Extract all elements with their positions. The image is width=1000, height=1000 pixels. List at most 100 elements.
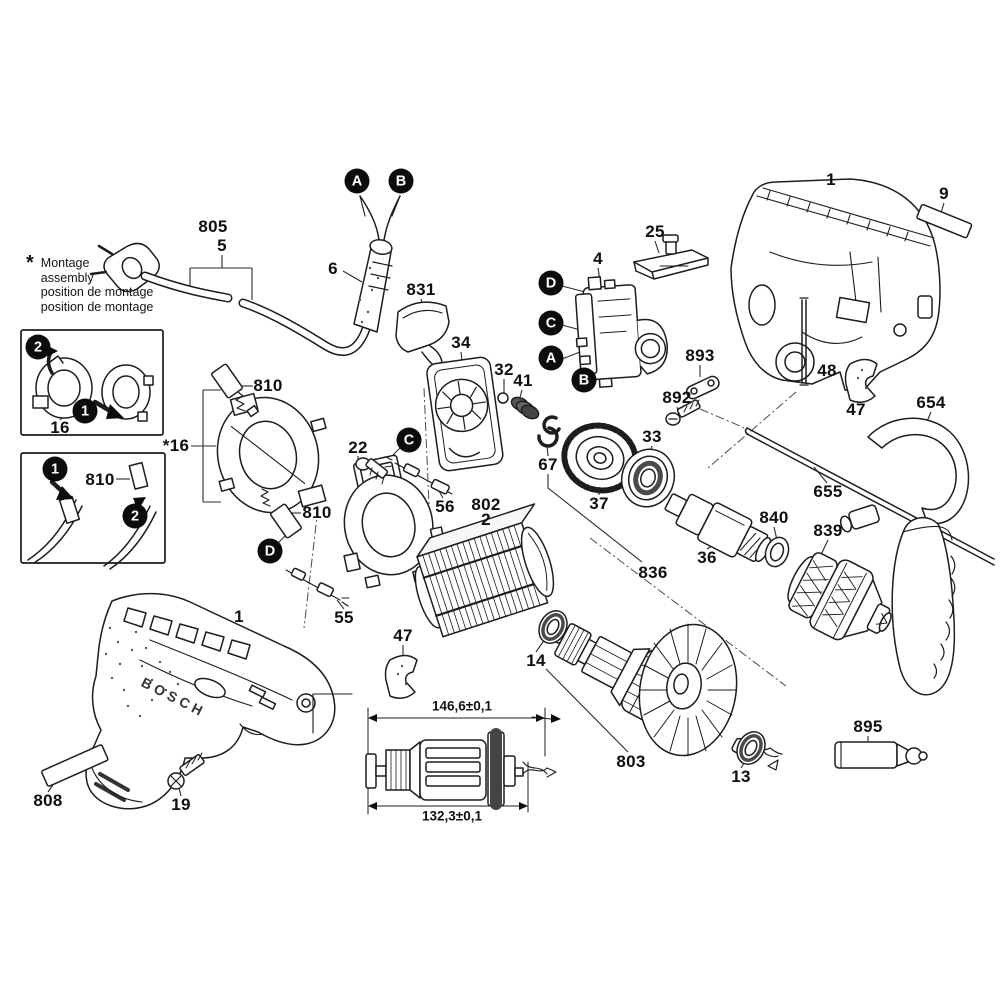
part-label-33: 33 [642, 427, 662, 446]
part-label-19: 19 [171, 795, 191, 814]
grease-tube-drawing [834, 741, 928, 769]
callout-step1-inset1: 1 [72, 398, 98, 424]
lever-893-drawing [685, 375, 720, 400]
armature-drawing [545, 623, 783, 771]
part-label-47-center: 47 [393, 626, 413, 645]
asterisk: * [26, 252, 34, 274]
screw-19-drawing [167, 752, 205, 790]
callout-step2-inset1: 2 [25, 334, 51, 360]
part-label-16: 16 [50, 418, 70, 437]
part-label-808: 808 [33, 791, 63, 810]
switch-drawing [574, 276, 668, 388]
callout-b-switch: B [571, 367, 597, 393]
chuck-drawing [787, 552, 892, 641]
detent-ball-drawing [497, 392, 509, 404]
aux-handle-drawing [839, 417, 970, 696]
part-label-892: 892 [662, 388, 692, 407]
part-label-5: 5 [217, 236, 227, 255]
carbon-brush-lower-drawing [260, 488, 302, 539]
part-label-1-body: 1 [234, 607, 244, 626]
inset-box-1 [20, 329, 164, 436]
part-label-36: 36 [697, 548, 717, 567]
spring-rod-drawing [799, 297, 809, 386]
note-line-1: Montage [40, 256, 90, 270]
power-cord-drawing [140, 271, 378, 356]
part-label-654: 654 [916, 393, 946, 412]
rubber-pad-right-drawing [844, 358, 878, 403]
nameplate-sticker-drawing [916, 203, 973, 239]
part-label-47-right: 47 [846, 400, 866, 419]
callout-wires [359, 195, 401, 217]
part-label-37: 37 [589, 494, 609, 513]
part-label-22: 22 [348, 438, 368, 457]
part-label-810-lower: 810 [302, 503, 332, 522]
callout-c-wire: C [396, 427, 422, 453]
part-label-34: 34 [451, 333, 471, 352]
carbon-brush-top-drawing [211, 363, 260, 418]
note-line-3: position de montage [40, 285, 154, 299]
screw-22-drawing [355, 457, 389, 485]
callout-d-switch: D [538, 270, 564, 296]
part-label-839: 839 [813, 521, 843, 540]
part-label-655: 655 [813, 482, 843, 501]
part-label-67: 67 [538, 455, 558, 474]
part-label-star16: *16 [162, 436, 190, 455]
callout-b-cable: B [388, 168, 414, 194]
callout-a-switch: A [538, 345, 564, 371]
part-label-895: 895 [853, 717, 883, 736]
dimension-bottom: 132,3±0,1 [422, 808, 482, 824]
montage-note: * Montage assembly position de montage p… [26, 252, 154, 314]
mode-slider-drawing [395, 301, 450, 367]
rubber-pad-center-drawing [384, 654, 418, 699]
reversing-slider-drawing [633, 234, 709, 280]
stator-drawing [414, 503, 555, 638]
gear-37-drawing [561, 422, 639, 494]
part-label-810-top: 810 [253, 376, 283, 395]
part-label-56: 56 [435, 497, 455, 516]
part-label-32: 32 [494, 360, 514, 379]
part-label-6: 6 [328, 259, 338, 278]
bearing-13-drawing [736, 731, 766, 765]
retaining-clips-drawing [537, 415, 561, 448]
part-label-14: 14 [526, 651, 546, 670]
part-label-4: 4 [593, 249, 603, 268]
part-label-810-inset: 810 [85, 470, 115, 489]
callout-step2-inset2: 2 [122, 503, 148, 529]
spindle-drawing [664, 493, 772, 563]
callout-d-brush: D [257, 538, 283, 564]
bearing-14-drawing [538, 610, 568, 644]
callout-a-cable: A [344, 168, 370, 194]
part-label-13: 13 [731, 767, 751, 786]
part-label-2: 2 [481, 510, 491, 529]
motor-housing-drawing [730, 178, 941, 393]
part-label-831: 831 [406, 280, 436, 299]
texture-dots [104, 266, 868, 718]
gear-plate-drawing [426, 356, 504, 472]
depth-rod-drawing [744, 427, 995, 566]
note-line-2: assembly [40, 270, 94, 285]
wire-55-drawing [285, 567, 350, 607]
note-line-4: position de montage [40, 299, 154, 314]
part-label-805: 805 [198, 217, 228, 236]
part-label-893: 893 [685, 346, 715, 365]
washer-840-drawing [764, 536, 790, 568]
part-label-55: 55 [334, 608, 354, 627]
callout-step1-inset2: 1 [42, 456, 68, 482]
part-label-48: 48 [817, 361, 837, 380]
part-label-25: 25 [645, 222, 665, 241]
grommet-41-drawing [510, 396, 540, 420]
part-label-802: 802 [471, 495, 501, 514]
part-label-840: 840 [759, 508, 789, 527]
part-label-9: 9 [939, 184, 949, 203]
part-label-1-housing: 1 [826, 170, 836, 189]
callout-c-switch: C [538, 310, 564, 336]
drill-body-drawing [85, 592, 336, 810]
bearing-33-drawing [620, 448, 676, 508]
dimension-top: 146,6±0,1 [432, 698, 492, 714]
cord-grommet-drawing [353, 195, 401, 333]
screw-892-drawing [665, 399, 701, 426]
dimension-inset-drawing [312, 693, 561, 815]
sticker-808-drawing [41, 744, 109, 787]
